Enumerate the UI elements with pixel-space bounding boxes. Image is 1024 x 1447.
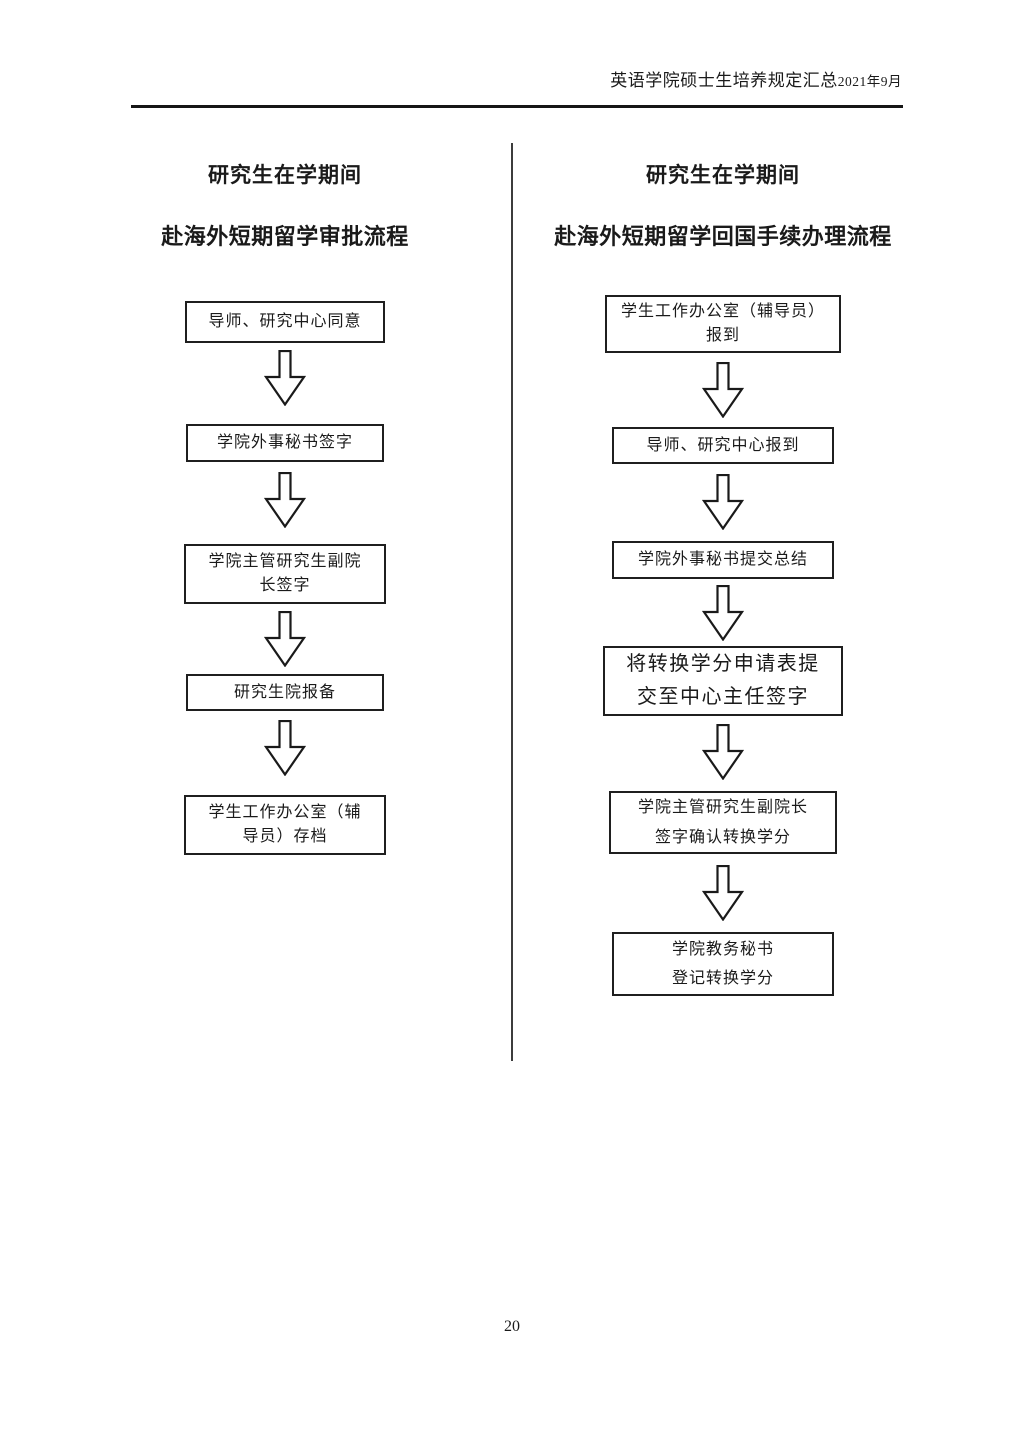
down-arrow-icon bbox=[701, 585, 745, 641]
column-divider bbox=[511, 143, 513, 1061]
down-arrow-icon bbox=[263, 472, 307, 528]
flow-step-box: 学院主管研究生副院长 签字确认转换学分 bbox=[609, 791, 837, 855]
down-arrow-icon bbox=[701, 362, 745, 418]
flow-step-box: 学生工作办公室（辅导员） 报到 bbox=[605, 295, 841, 353]
flow-subtitle: 赴海外短期留学审批流程 bbox=[161, 224, 409, 249]
flow-title: 研究生在学期间 bbox=[208, 163, 362, 187]
header-rule bbox=[131, 105, 903, 108]
flow-step-box: 研究生院报备 bbox=[186, 674, 384, 711]
page-header: 英语学院硕士生培养规定汇总2021年9月 bbox=[610, 66, 902, 91]
down-arrow-icon bbox=[701, 474, 745, 530]
down-arrow-icon bbox=[263, 611, 307, 667]
header-title: 英语学院硕士生培养规定汇总 bbox=[610, 71, 838, 90]
flow-step-box: 学院主管研究生副院 长签字 bbox=[184, 544, 386, 604]
flow-step-box: 学院教务秘书 登记转换学分 bbox=[612, 932, 834, 997]
flow-step-box: 学生工作办公室（辅 导员）存档 bbox=[184, 795, 386, 855]
down-arrow-icon bbox=[263, 350, 307, 406]
flow-step-box: 导师、研究中心同意 bbox=[185, 301, 385, 343]
down-arrow-icon bbox=[701, 724, 745, 780]
header-date: 2021年9月 bbox=[837, 74, 902, 89]
flowchart-approval: 研究生在学期间 赴海外短期留学审批流程 导师、研究中心同意 学院外事秘书签字 学… bbox=[150, 150, 420, 855]
flow-step-box: 学院外事秘书提交总结 bbox=[612, 541, 834, 579]
flow-step-box: 学院外事秘书签字 bbox=[186, 424, 384, 462]
flow-step-box: 将转换学分申请表提 交至中心主任签字 bbox=[603, 646, 843, 716]
down-arrow-icon bbox=[263, 720, 307, 776]
flow-title: 研究生在学期间 bbox=[646, 163, 800, 187]
page-number: 20 bbox=[504, 1318, 520, 1335]
flow-step-box: 导师、研究中心报到 bbox=[612, 427, 834, 464]
flow-subtitle: 赴海外短期留学回国手续办理流程 bbox=[554, 224, 892, 249]
down-arrow-icon bbox=[701, 865, 745, 922]
flowchart-return-procedure: 研究生在学期间 赴海外短期留学回国手续办理流程 学生工作办公室（辅导员） 报到 … bbox=[554, 150, 891, 997]
